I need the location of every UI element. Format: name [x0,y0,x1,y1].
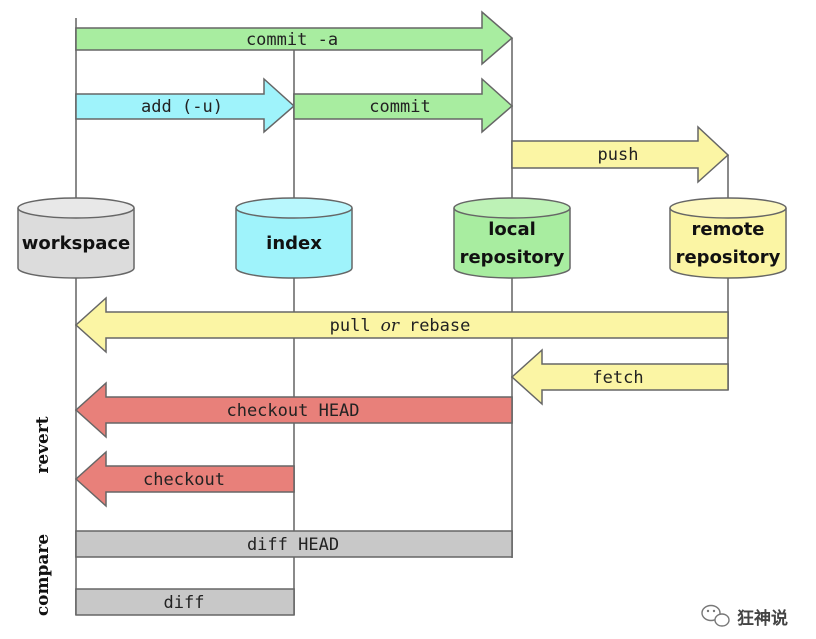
remote-repository-store: remote repository [669,197,787,279]
push-arrow: push [511,125,730,184]
add-arrow: add (-u) [75,77,296,134]
diff-head-bar: diff HEAD [75,530,513,558]
commit-arrow: commit [293,77,514,134]
diff-head-label: diff HEAD [247,535,339,555]
checkout-arrow: checkout [74,450,295,508]
commit-label: commit [369,97,430,117]
workspace-store: workspace [17,197,135,279]
fetch-label: fetch [592,368,643,388]
remote-label-line2: repository [676,247,781,268]
or-label: or [381,316,400,336]
checkout-label: checkout [143,470,225,490]
checkout-head-arrow: checkout HEAD [74,381,513,439]
index-store: index [235,197,353,279]
pull-rebase-arrow: pull or rebase [74,296,729,354]
watermark-text: 狂神说 [737,608,788,629]
add-label: add (-u) [141,97,223,117]
diff-bar: diff [75,588,295,616]
commit-a-arrow: commit -a [75,10,514,66]
pull-rebase-label: pull or rebase [330,316,471,336]
local-repository-store: local repository [453,197,571,279]
pull-label: pull [330,316,371,336]
local-label-line1: local [488,219,536,240]
push-label: push [598,145,639,165]
checkout-head-label: checkout HEAD [226,401,359,421]
fetch-arrow: fetch [510,348,729,406]
compare-side-label: compare [33,534,53,617]
commit-a-label: commit -a [246,30,338,50]
diff-label: diff [164,593,205,613]
wechat-icon [701,604,730,627]
rebase-label: rebase [409,316,470,336]
index-label: index [266,233,322,254]
workspace-label: workspace [22,233,130,254]
remote-label-line1: remote [691,219,764,240]
revert-side-label: revert [33,416,53,473]
local-label-line2: repository [460,247,565,268]
